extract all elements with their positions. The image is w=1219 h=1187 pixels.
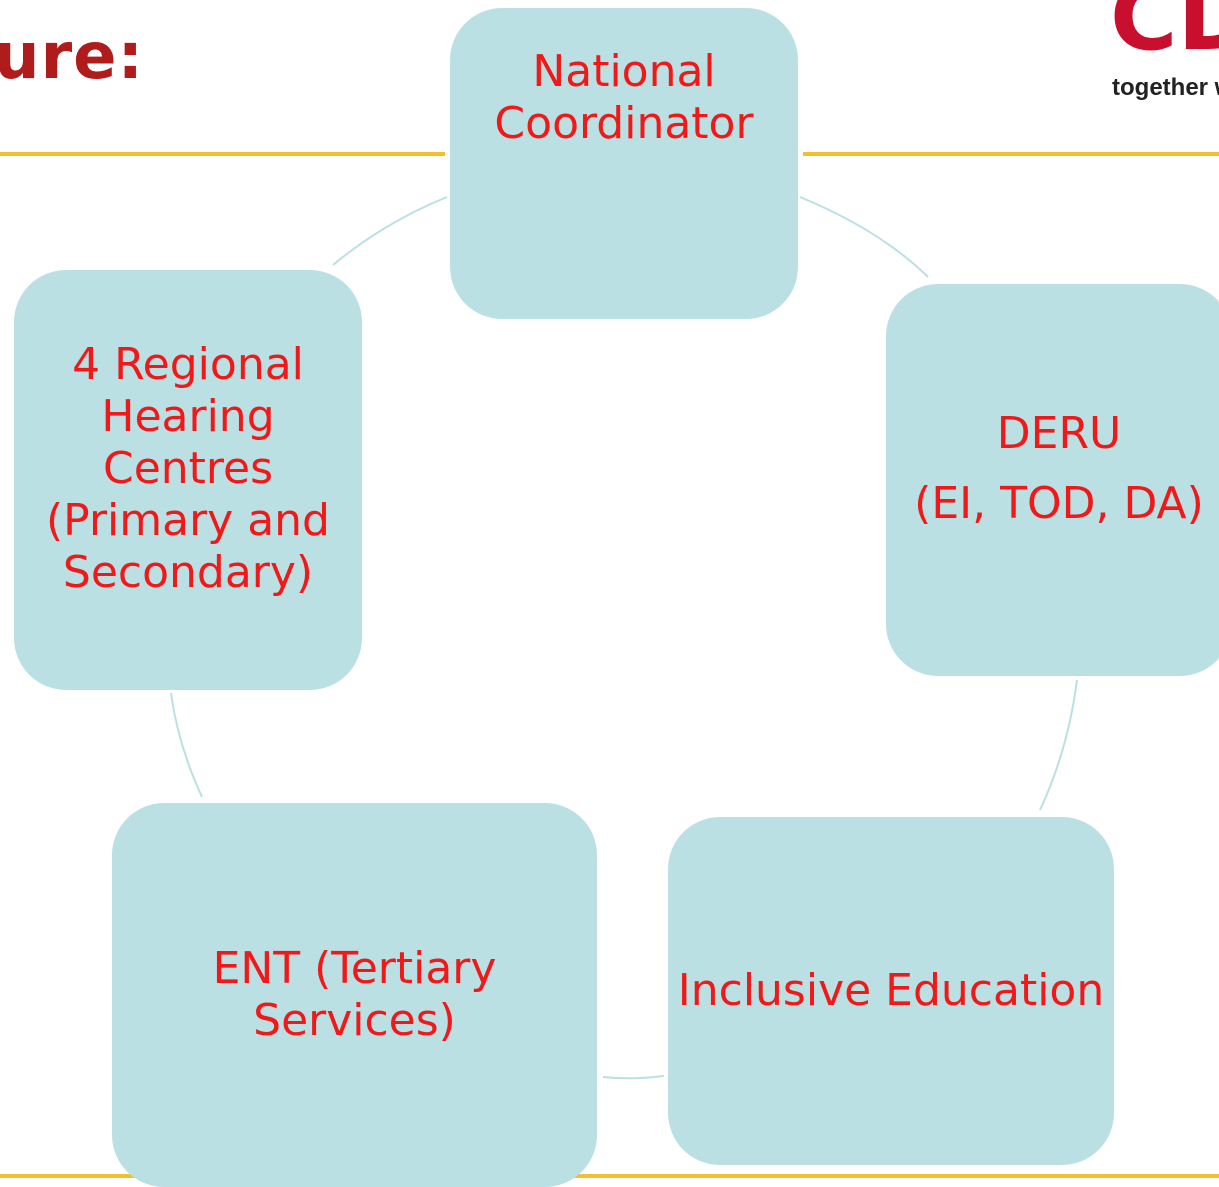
node-deru: DERU (EI, TOD, DA) (886, 284, 1219, 676)
node-label: 4 Regional Hearing Centres (Primary and … (46, 339, 330, 598)
node-national-coordinator: National Coordinator (450, 8, 798, 319)
footer-rule (0, 1174, 1219, 1178)
connector-deru-inclusive (1039, 679, 1078, 811)
node-ent: ENT (Tertiary Services) (112, 803, 597, 1187)
connector-coordinator-deru (799, 196, 929, 278)
node-label: ENT (Tertiary Services) (212, 943, 497, 1046)
node-inclusive-education: Inclusive Education (668, 817, 1114, 1165)
node-label: National Coordinator (494, 45, 754, 149)
slide-title: ure: (0, 20, 145, 94)
node-sublabel: (EI, TOD, DA) (914, 478, 1204, 529)
header-rule-left (0, 152, 445, 156)
connector-ent-regional (170, 692, 203, 798)
logo: CD (1110, 0, 1219, 71)
header-rule-right (803, 152, 1219, 156)
node-label: Inclusive Education (677, 965, 1105, 1017)
connector-inclusive-ent (602, 1075, 665, 1080)
connector-regional-coordinator (332, 196, 448, 266)
node-label: DERU (996, 408, 1122, 460)
node-regional-hearing-centres: 4 Regional Hearing Centres (Primary and … (14, 270, 362, 690)
logo-tagline: together w (1112, 74, 1219, 101)
